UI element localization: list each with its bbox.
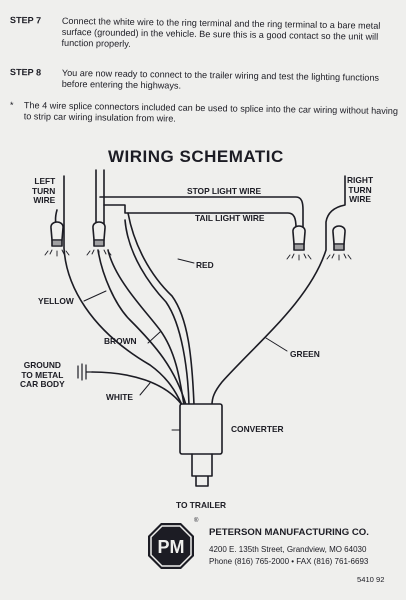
tail-light-label: TAIL LIGHT WIRE [195, 213, 265, 223]
yellow-wire [97, 249, 187, 406]
converter-box [179, 403, 223, 455]
pm-logo: PM [148, 523, 194, 569]
to-trailer-label: TO TRAILER [176, 500, 227, 510]
brown-wire [107, 249, 185, 406]
company-contact: 4200 E. 135th Street, Grandview, MO 6403… [209, 544, 368, 568]
ground-label-line-1: GROUND [23, 360, 61, 370]
ground-symbol [77, 363, 93, 381]
converter-plug [191, 453, 213, 487]
schematic-title: WIRING SCHEMATIC [108, 147, 284, 166]
green-label: GREEN [290, 349, 320, 359]
converter-label: CONVERTER [231, 424, 284, 434]
bulb-left-inner [86, 221, 112, 257]
right-turn-label-line-3: WIRE [349, 194, 371, 204]
white-pointer [139, 382, 151, 396]
left-turn-label-line-1: LEFT [34, 176, 56, 186]
white-label: WHITE [106, 392, 133, 402]
brown-pointer [147, 331, 161, 344]
green-pointer [265, 337, 288, 352]
bulb-left-outer [44, 221, 70, 257]
tail-wire-to-converter [124, 219, 190, 406]
white-ground-wire [91, 371, 183, 406]
right-turn-wire [211, 175, 346, 406]
red-wire [127, 212, 195, 406]
pm-logo-text: PM [158, 537, 185, 557]
brown-label: BROWN [104, 336, 137, 346]
tail-light-wire [103, 204, 297, 229]
ground-label-line-2: TO METAL [21, 369, 64, 380]
red-pointer [177, 258, 195, 264]
stop-light-wire [99, 196, 304, 233]
bulb-right-outer [326, 225, 352, 261]
registered-mark: ® [194, 518, 199, 524]
company-address: 4200 E. 135th Street, Grandview, MO 6403… [209, 545, 367, 554]
ground-label: GROUND TO METAL CAR BODY [20, 360, 65, 390]
right-turn-label: RIGHT TURN WIRE [347, 175, 374, 205]
left-turn-wire [63, 175, 183, 406]
company-name: PETERSON MANUFACTURING CO. [209, 527, 369, 538]
yellow-label: YELLOW [38, 296, 74, 306]
left-turn-label-line-3: WIRE [33, 195, 56, 205]
left-turn-label: LEFT TURN WIRE [32, 176, 56, 206]
right-turn-label-line-1: RIGHT [347, 175, 374, 185]
left-turn-label-line-2: TURN [32, 185, 56, 196]
yellow-pointer [83, 290, 107, 302]
part-number: 5410 92 [357, 575, 385, 584]
red-label: RED [196, 260, 214, 270]
right-turn-label-line-2: TURN [348, 184, 372, 195]
stop-light-label: STOP LIGHT WIRE [187, 186, 262, 196]
company-phone: Phone (816) 765-2000 • FAX (816) 761-669… [209, 557, 369, 566]
bulb-right-inner [286, 225, 312, 261]
ground-label-line-3: CAR BODY [20, 379, 65, 389]
